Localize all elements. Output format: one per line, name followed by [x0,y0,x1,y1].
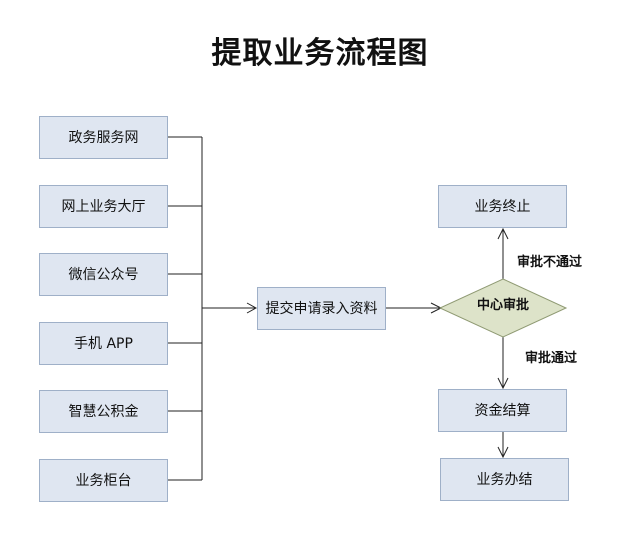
channel-box-wechat: 微信公众号 [39,253,168,296]
arrowhead-settlement [497,377,509,390]
review-diamond-label: 中心审批 [476,298,529,313]
channel-box-counter: 业务柜台 [39,459,168,502]
complete-box: 业务办结 [440,458,569,501]
settlement-box: 资金结算 [438,389,567,432]
channel-box-online-hall: 网上业务大厅 [39,185,168,228]
channel-box-gov-service-net: 政务服务网 [39,116,168,159]
terminate-box: 业务终止 [438,185,567,228]
reject-label: 审批不通过 [517,255,583,270]
arrowhead-submit [246,302,258,314]
arrowhead-complete [497,446,509,459]
page-title: 提取业务流程图 [211,36,429,71]
approve-label: 审批通过 [525,351,578,366]
channel-box-smart-fund: 智慧公积金 [39,390,168,433]
submit-line-1: 提交申请 [265,300,322,317]
submit-box: 提交申请 录入资料 [257,287,386,330]
channel-box-mobile-app: 手机 APP [39,322,168,365]
arrowhead-terminate [497,227,509,240]
submit-line-2: 录入资料 [321,300,378,317]
review-diamond [438,278,568,338]
